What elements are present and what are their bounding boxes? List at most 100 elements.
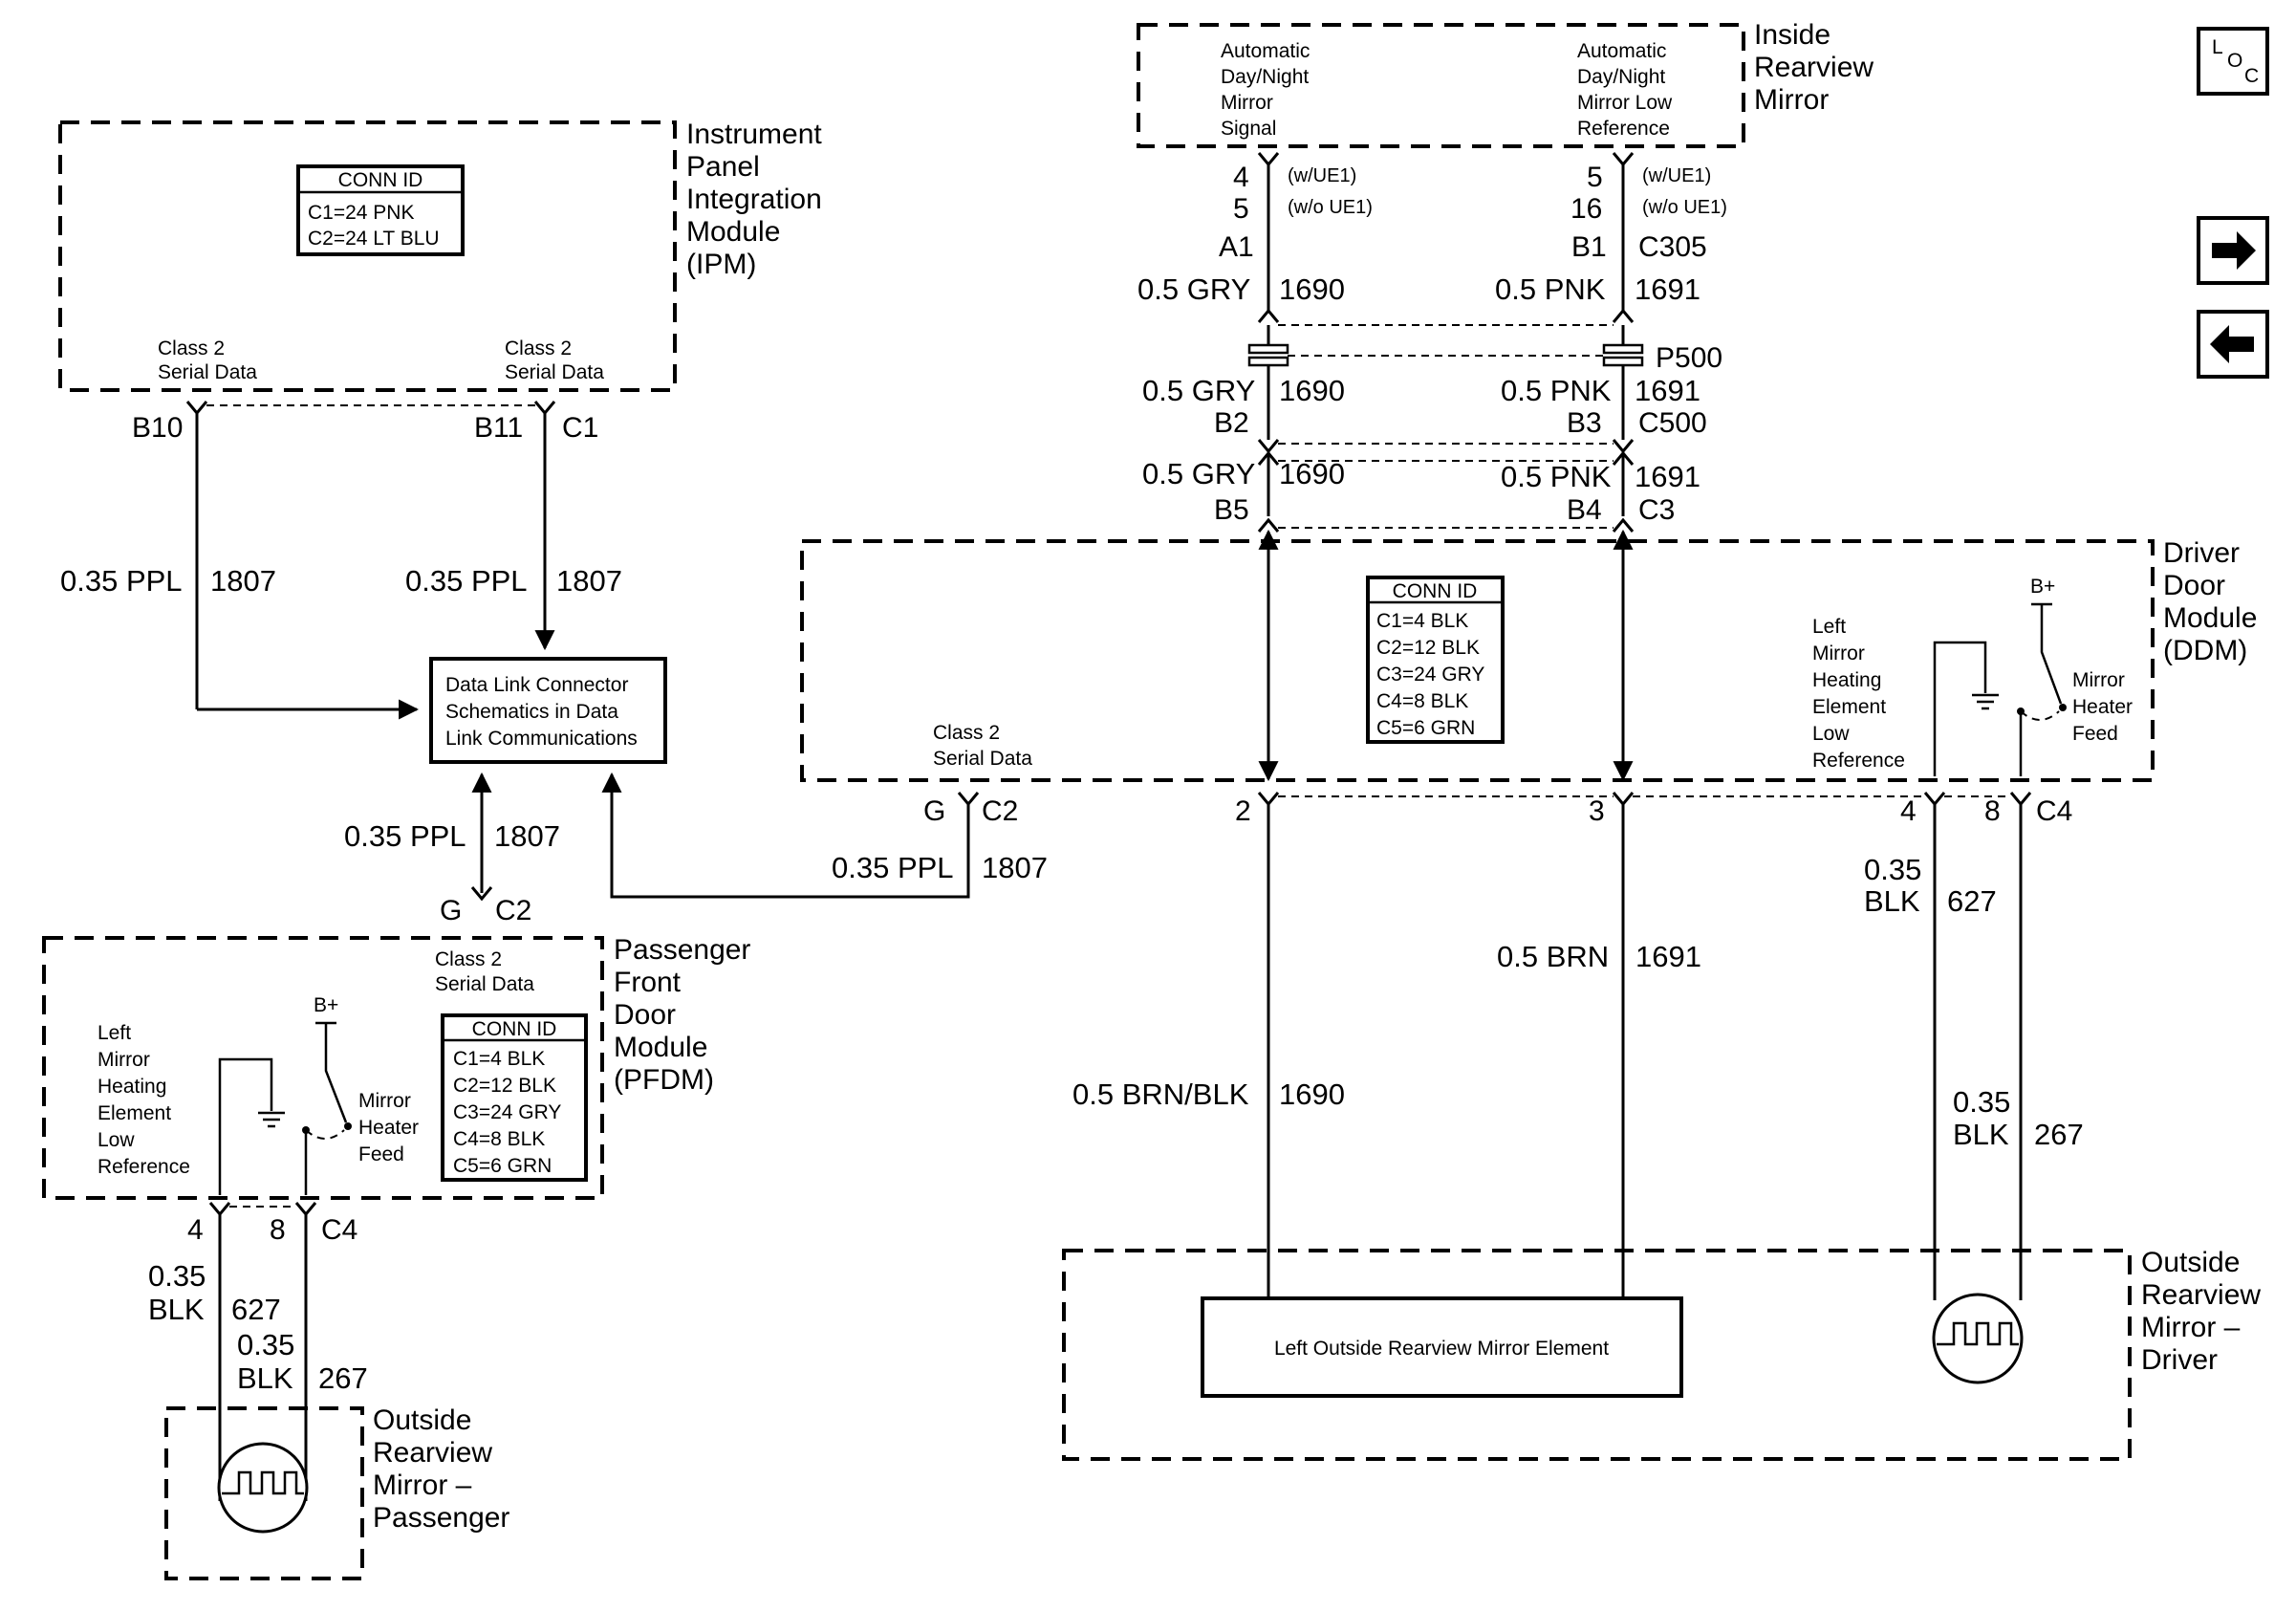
svg-text:1690: 1690 [1279,457,1345,490]
svg-text:5: 5 [1587,162,1603,193]
outside-mirror-driver: Outside Rearview Mirror – Driver Left Ou… [1062,1247,2261,1461]
svg-text:(w/o UE1): (w/o UE1) [1642,197,1727,218]
svg-text:Module: Module [614,1032,707,1063]
svg-text:C: C [2244,65,2259,87]
pfdm-heater-feed-label: Mirror Heater Feed [358,1090,419,1165]
svg-text:Left: Left [97,1022,131,1044]
svg-text:BLK: BLK [1953,1118,2009,1151]
svg-text:(DDM): (DDM) [2163,635,2247,666]
svg-text:Schematics in Data: Schematics in Data [445,701,618,723]
svg-text:0.35: 0.35 [237,1328,294,1361]
svg-text:8: 8 [1984,795,2001,827]
svg-text:C4=8 BLK: C4=8 BLK [453,1128,545,1150]
svg-text:C1=24 PNK: C1=24 PNK [308,202,414,224]
svg-text:Class 2: Class 2 [158,337,225,359]
svg-text:Serial Data: Serial Data [505,361,604,383]
ddm-heater-feed-label: Mirror Heater Feed [2072,669,2133,745]
svg-text:C2=24 LT BLU: C2=24 LT BLU [308,228,440,250]
svg-text:1690: 1690 [1279,272,1345,306]
svg-text:0.35 PPL: 0.35 PPL [344,819,466,853]
svg-text:(w/o UE1): (w/o UE1) [1288,197,1373,218]
pfdm-module: Passenger Front Door Module (PFDM) Class… [42,934,750,1200]
svg-text:1691: 1691 [1635,460,1700,493]
svg-text:B4: B4 [1567,494,1602,526]
svg-text:Link Communications: Link Communications [445,728,638,750]
svg-text:0.35: 0.35 [1864,853,1921,886]
ddm-conn-id: CONN ID C1=4 BLK C2=12 BLK C3=24 GRY C4=… [1366,576,1505,744]
svg-text:Outside: Outside [373,1404,471,1436]
svg-text:Heating: Heating [1812,669,1881,691]
svg-text:Serial Data: Serial Data [933,748,1032,770]
svg-text:0.5 PNK: 0.5 PNK [1501,374,1612,407]
svg-text:Instrument: Instrument [686,119,822,150]
svg-text:Heating: Heating [97,1076,166,1098]
svg-text:Automatic: Automatic [1221,40,1310,62]
svg-text:C4: C4 [321,1214,357,1246]
svg-text:Mirror Low: Mirror Low [1577,92,1673,114]
ddm-heater-circuit: B+ [1933,576,2067,776]
svg-text:0.35: 0.35 [1953,1085,2010,1119]
svg-text:Outside: Outside [2141,1247,2240,1278]
svg-text:Serial Data: Serial Data [158,361,257,383]
data-link-connector: Data Link Connector Schematics in Data L… [429,657,667,764]
svg-text:Class 2: Class 2 [933,722,1000,744]
svg-text:(IPM): (IPM) [686,249,756,280]
svg-text:BLK: BLK [148,1293,205,1326]
svg-text:Mirror –: Mirror – [2141,1312,2241,1343]
svg-text:B11: B11 [474,412,523,444]
svg-text:Serial Data: Serial Data [435,973,534,995]
pfdm-heater-circuit: B+ [218,994,352,1195]
inside-rearview-mirror: Inside Rearview Mirror Automatic Day/Nig… [1137,19,1874,148]
svg-text:Reference: Reference [97,1156,190,1178]
outside-mirror-passenger: Outside Rearview Mirror – Passenger [164,1404,509,1580]
svg-text:Front: Front [614,967,682,998]
svg-text:Element: Element [97,1102,171,1124]
left-mirror-element: Left Outside Rearview Mirror Element [1201,1296,1683,1398]
svg-text:Signal: Signal [1221,118,1276,140]
svg-text:Rearview: Rearview [1754,52,1874,83]
b-plus-label: B+ [2030,576,2055,598]
svg-text:C1: C1 [562,412,598,444]
svg-text:Driver: Driver [2163,537,2240,569]
svg-text:Mirror: Mirror [97,1049,150,1071]
svg-text:0.5 BRN: 0.5 BRN [1497,940,1609,973]
svg-text:1807: 1807 [982,851,1048,884]
svg-text:(w/UE1): (w/UE1) [1642,165,1711,186]
svg-text:0.5 BRN/BLK: 0.5 BRN/BLK [1072,1078,1249,1111]
svg-text:Door: Door [614,999,676,1031]
inside-mirror-pins: 4 5 (w/UE1) (w/o UE1) 5 16 (w/UE1) (w/o … [1219,152,1727,263]
arrow-right-icon[interactable] [2197,216,2269,285]
svg-text:CONN ID: CONN ID [472,1018,557,1040]
svg-text:Passenger: Passenger [373,1502,509,1534]
svg-text:Module: Module [686,216,780,248]
svg-text:B5: B5 [1214,494,1249,526]
svg-text:1807: 1807 [556,564,622,598]
ipm-conn-id: CONN ID C1=24 PNK C2=24 LT BLU [296,164,465,256]
svg-text:C3=24 GRY: C3=24 GRY [1376,664,1484,686]
svg-text:C3: C3 [1638,494,1675,526]
loc-icon[interactable]: L O C [2197,27,2269,96]
svg-text:CONN ID: CONN ID [1393,580,1478,602]
svg-text:0.35 PPL: 0.35 PPL [832,851,954,884]
svg-text:BLK: BLK [1864,884,1920,918]
svg-text:8: 8 [270,1214,286,1246]
ddm-heating-low-ref-label: Left Mirror Heating Element Low Referenc… [1812,616,1905,772]
svg-text:1691: 1691 [1635,272,1700,306]
svg-text:Heater: Heater [358,1117,419,1139]
svg-text:Left: Left [1812,616,1846,638]
arrow-left-icon[interactable] [2197,310,2269,379]
ddm-output-pins: G C2 2 3 4 8 C4 [923,792,2072,827]
ddm-title: Driver Door Module (DDM) [2163,537,2257,666]
svg-text:CONN ID: CONN ID [338,169,423,191]
svg-text:3: 3 [1589,795,1605,827]
svg-text:5: 5 [1233,193,1249,225]
svg-text:Day/Night: Day/Night [1577,66,1665,88]
svg-text:1807: 1807 [494,819,560,853]
svg-text:Rearview: Rearview [373,1437,492,1469]
svg-text:Low: Low [1812,723,1850,745]
svg-text:627: 627 [1947,884,1997,918]
svg-text:1690: 1690 [1279,1078,1345,1111]
svg-text:1691: 1691 [1635,374,1700,407]
svg-text:0.5 GRY: 0.5 GRY [1142,457,1255,490]
